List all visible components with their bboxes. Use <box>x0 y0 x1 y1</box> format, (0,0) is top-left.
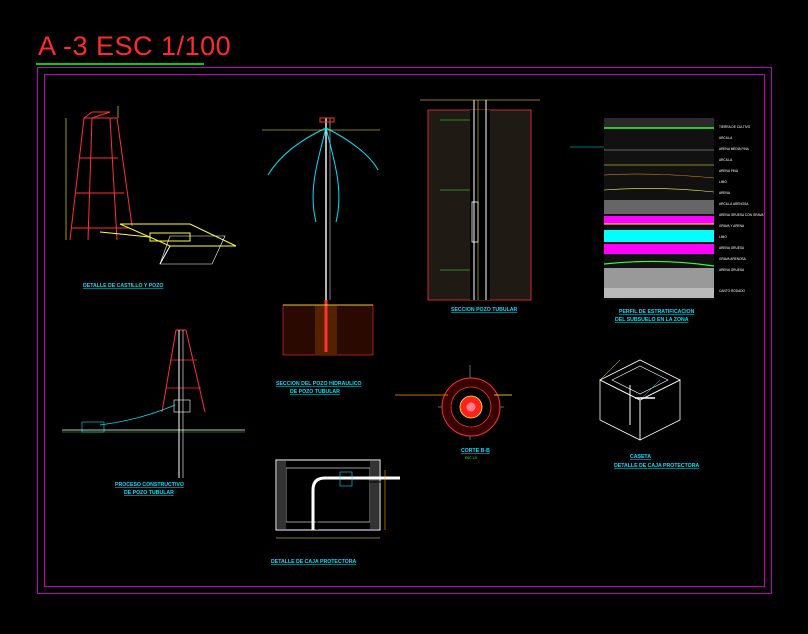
caption-pozo-hidraulico-1: SECCION DEL POZO HIDRAULICO <box>276 381 362 387</box>
strata-label-2: ARCILLA <box>719 136 733 140</box>
title-underline <box>36 63 204 65</box>
strata-label-4: ARCILLA <box>719 158 733 162</box>
caption-tubular: SECCION POZO TUBULAR <box>451 307 518 313</box>
strata-label-14: ARENA GRUESA <box>719 268 745 272</box>
caption-corte-scale: ESC 1:5 <box>465 456 477 460</box>
strata-label-9: ARENA GRUESA CON GRAVA <box>719 213 764 217</box>
drawing-frame-inner <box>44 74 765 587</box>
strata-label-8: ARCILLA ARENOSA <box>719 202 749 206</box>
strata-label-7: ARENA <box>719 191 731 195</box>
caption-pozo-hidraulico-2: DE POZO TUBULAR <box>290 389 340 395</box>
caption-perfil-1: PERFIL DE ESTRATIFICACION <box>619 309 695 315</box>
caption-corte: CORTE B-B <box>461 448 490 454</box>
caja-protectora-detalle <box>275 459 400 539</box>
proceso-constructivo <box>62 329 245 478</box>
caption-caja-detalle: DETALLE DE CAJA PROTECTORA <box>271 559 356 565</box>
strata-label-6: LIMO <box>719 180 727 184</box>
pozo-tubular-section <box>420 99 540 301</box>
caption-perfil-2: DEL SUBSUELO EN LA ZONA <box>615 317 689 323</box>
sheet-title: A -3 ESC 1/100 <box>38 31 232 61</box>
caption-proceso-2: DE POZO TUBULAR <box>124 490 174 496</box>
strata-label-11: LIMO <box>719 235 727 239</box>
strata-profile <box>570 118 715 300</box>
pozo-hidraulico-section <box>262 117 380 356</box>
castillo-detail <box>65 106 237 265</box>
caja-protectora-iso <box>599 359 681 441</box>
caption-castillo: DETALLE DE CASTILLO Y POZO <box>83 283 163 289</box>
strata-label-5: ARENA FINA <box>719 169 739 173</box>
corte-b-b <box>395 365 512 440</box>
caption-caja-iso-1: CASETA <box>630 454 651 460</box>
strata-label-13: GRAVA ARENOSA <box>719 257 747 261</box>
caption-proceso-1: PROCESO CONSTRUCTIVO <box>115 482 184 488</box>
drawing-frame-outer <box>37 67 772 594</box>
strata-label-12: ARENA GRUESA <box>719 246 745 250</box>
strata-label-10: GRAVA Y ARENA <box>719 224 745 228</box>
strata-label-15: CANTO RODADO <box>719 289 745 293</box>
strata-label-3: ARENA MEDIA FINA <box>719 147 750 151</box>
caption-caja-iso-2: DETALLE DE CAJA PROTECTORA <box>614 463 699 469</box>
strata-label-1: TIERRA DE CULTIVO <box>719 125 751 129</box>
